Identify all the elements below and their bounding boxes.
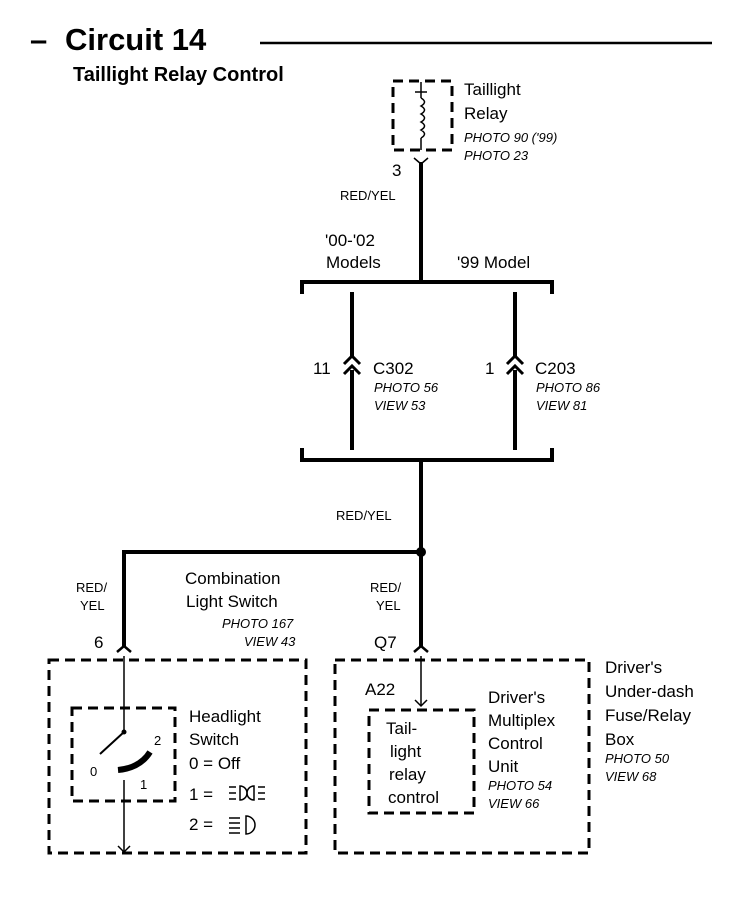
wire-label-left-1: RED/ — [76, 580, 107, 595]
fuse-box-terminal-icon — [413, 644, 429, 653]
mcu-name-1: Driver's — [488, 688, 545, 707]
page-subtitle: Taillight Relay Control — [73, 64, 284, 86]
relay-coil-icon — [419, 97, 426, 139]
combination-switch-photo: PHOTO 167 — [222, 616, 294, 631]
branch-c302: 11 C302 PHOTO 56 VIEW 53 — [313, 292, 439, 450]
wire-label-right-2: YEL — [376, 598, 401, 613]
mcu-function-line2: light — [390, 742, 421, 761]
headlight-switch-box — [70, 706, 177, 803]
c302-pin: 11 — [313, 359, 331, 378]
c302-photo: PHOTO 56 — [374, 380, 439, 395]
title-dash: – — [30, 22, 47, 57]
c203-name: C203 — [535, 359, 576, 378]
fuse-relay-box: A22 Tail- light relay control Driver's M… — [333, 656, 591, 855]
model-left-line2: Models — [326, 253, 381, 272]
fuse-box-view: VIEW 68 — [605, 769, 657, 784]
switch-mark-0: 0 — [90, 764, 97, 779]
combination-switch-pin: 6 — [94, 633, 103, 652]
headlight-icon — [229, 815, 256, 835]
top-branch-bracket — [300, 280, 554, 294]
switch-position-0: 0 = Off — [189, 754, 240, 773]
c203-view: VIEW 81 — [536, 398, 587, 413]
combination-switch-name-1: Combination — [185, 569, 280, 588]
page-title: Circuit 14 — [65, 22, 207, 57]
switch-mark-1: 1 — [140, 777, 147, 792]
mcu-photo: PHOTO 54 — [488, 778, 552, 793]
relay-photo-2: PHOTO 23 — [464, 148, 529, 163]
c302-view: VIEW 53 — [374, 398, 426, 413]
relay-photo-1: PHOTO 90 ('99) — [464, 130, 557, 145]
c302-connector-icon-lower — [342, 363, 362, 376]
mcu-function-box — [367, 708, 476, 815]
mcu-function-line4: control — [388, 788, 439, 807]
combination-switch-box — [47, 658, 308, 855]
fuse-box-name-4: Box — [605, 730, 635, 749]
combination-terminal-icon — [116, 644, 132, 653]
wire-label-main-top: RED/YEL — [340, 188, 396, 203]
c203-connector-icon-lower — [505, 363, 525, 376]
bottom-branch-bracket — [300, 448, 554, 462]
mcu-name-2: Multiplex — [488, 711, 556, 730]
switch-mark-2: 2 — [154, 733, 161, 748]
combination-switch-name-2: Light Switch — [186, 592, 278, 611]
fuse-box-name-3: Fuse/Relay — [605, 706, 691, 725]
headlight-switch-name-1: Headlight — [189, 707, 261, 726]
switch-position-2: 2 = — [189, 815, 213, 834]
fuse-box-photo: PHOTO 50 — [605, 751, 670, 766]
model-right: '99 Model — [457, 253, 530, 272]
relay-pin: 3 — [392, 161, 401, 180]
mcu-view: VIEW 66 — [488, 796, 540, 811]
c302-name: C302 — [373, 359, 414, 378]
combination-switch-view: VIEW 43 — [244, 634, 296, 649]
branch-c203: 1 C203 PHOTO 86 VIEW 81 — [485, 292, 601, 450]
mcu-function-line3: relay — [389, 765, 426, 784]
c203-photo: PHOTO 86 — [536, 380, 601, 395]
switch-blade — [99, 731, 125, 755]
fuse-box-name-2: Under-dash — [605, 682, 694, 701]
fuse-box-pin: Q7 — [374, 633, 397, 652]
mcu-name-3: Control — [488, 734, 543, 753]
switch-contact-arc — [117, 750, 153, 773]
relay-name-line2: Relay — [464, 104, 508, 123]
combination-switch: 0 1 2 Headlight Switch 0 = Off 1 = 2 = — [47, 656, 308, 855]
c203-connector-icon — [505, 353, 525, 366]
mcu-pin: A22 — [365, 680, 395, 699]
c203-pin: 1 — [485, 359, 494, 378]
a22-arrow-icon — [414, 699, 428, 708]
wire-to-combination-switch — [122, 550, 423, 647]
title-block: – Circuit 14 Taillight Relay Control — [30, 22, 712, 86]
fuse-box-name-1: Driver's — [605, 658, 662, 677]
parking-light-icon — [229, 785, 265, 801]
headlight-switch-name-2: Switch — [189, 730, 239, 749]
taillight-relay: Taillight Relay PHOTO 90 ('99) PHOTO 23 … — [391, 79, 557, 180]
wire-label-main-mid: RED/YEL — [336, 508, 392, 523]
mcu-function-line1: Tail- — [386, 719, 417, 738]
model-left-line1: '00-'02 — [325, 231, 375, 250]
switch-bottom-arrow-icon — [117, 845, 131, 854]
c302-connector-icon — [342, 353, 362, 366]
mcu-name-4: Unit — [488, 757, 519, 776]
wire-label-right-1: RED/ — [370, 580, 401, 595]
switch-position-1: 1 = — [189, 785, 213, 804]
wire-label-left-2: YEL — [80, 598, 105, 613]
relay-top-lead — [415, 82, 427, 98]
relay-name-line1: Taillight — [464, 80, 521, 99]
